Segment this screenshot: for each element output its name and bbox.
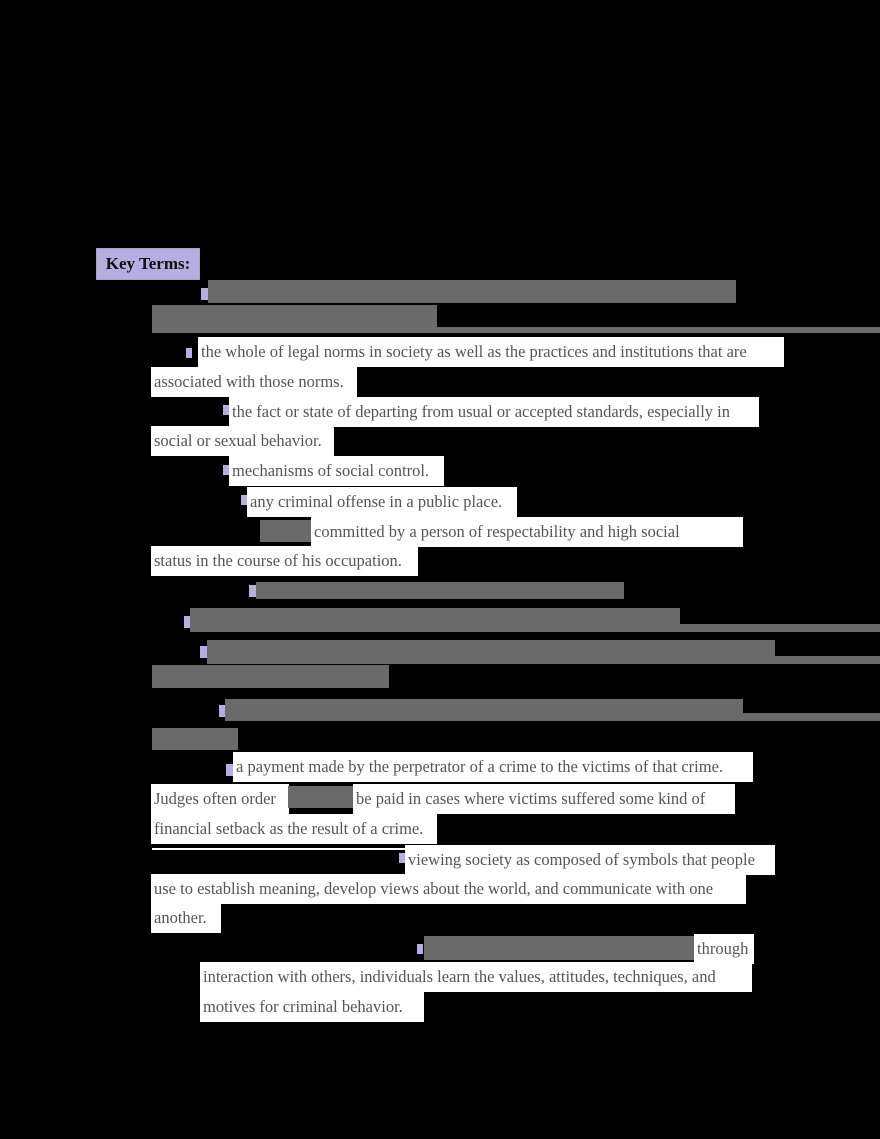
redaction-rule bbox=[743, 713, 880, 721]
term-marker-icon bbox=[226, 764, 233, 776]
definition-line: another. bbox=[151, 903, 221, 933]
definition-line: committed by a person of respectability … bbox=[311, 517, 743, 547]
redacted-block bbox=[256, 582, 624, 599]
redacted-block bbox=[260, 520, 315, 542]
term-marker-icon bbox=[219, 705, 226, 717]
definition-line: the fact or state of departing from usua… bbox=[229, 397, 759, 427]
term-marker-icon bbox=[201, 288, 208, 300]
term-marker-icon bbox=[223, 405, 229, 415]
definition-line: viewing society as composed of symbols t… bbox=[405, 845, 775, 875]
definition-line: associated with those norms. bbox=[151, 367, 357, 397]
definition-line: status in the course of his occupation. bbox=[151, 546, 418, 576]
redacted-block bbox=[152, 728, 238, 750]
definition-line: mechanisms of social control. bbox=[229, 456, 444, 486]
redaction-rule bbox=[680, 624, 880, 632]
term-marker-icon bbox=[184, 616, 191, 628]
term-marker-icon bbox=[399, 853, 405, 863]
divider bbox=[152, 848, 508, 850]
definition-line: use to establish meaning, develop views … bbox=[151, 874, 746, 904]
term-marker-icon bbox=[186, 348, 192, 358]
definition-line: the whole of legal norms in society as w… bbox=[198, 337, 784, 367]
term-marker-icon bbox=[417, 944, 423, 954]
definition-line: through bbox=[694, 934, 754, 964]
definition-line: motives for criminal behavior. bbox=[200, 992, 424, 1022]
redaction-rule bbox=[152, 327, 880, 333]
redacted-block bbox=[152, 665, 389, 688]
key-terms-heading: Key Terms: bbox=[96, 248, 200, 280]
redacted-block bbox=[152, 305, 437, 329]
term-marker-icon bbox=[249, 585, 256, 597]
definition-line: social or sexual behavior. bbox=[151, 426, 334, 456]
redacted-block bbox=[190, 608, 680, 632]
definition-line: any criminal offense in a public place. bbox=[247, 487, 517, 517]
definition-line: a payment made by the perpetrator of a c… bbox=[233, 752, 753, 782]
term-marker-icon bbox=[241, 495, 247, 505]
redacted-block bbox=[207, 640, 775, 664]
definition-line: be paid in cases where victims suffered … bbox=[353, 784, 735, 814]
definition-line: financial setback as the result of a cri… bbox=[151, 814, 437, 844]
redacted-block bbox=[424, 936, 694, 960]
redacted-block bbox=[288, 786, 353, 808]
redaction-rule bbox=[775, 656, 880, 664]
definition-line: interaction with others, individuals lea… bbox=[200, 962, 752, 992]
redacted-block bbox=[225, 699, 743, 721]
term-marker-icon bbox=[223, 465, 229, 475]
definition-line: Judges often order bbox=[151, 784, 289, 814]
term-marker-icon bbox=[200, 646, 207, 658]
redacted-block bbox=[208, 280, 736, 303]
